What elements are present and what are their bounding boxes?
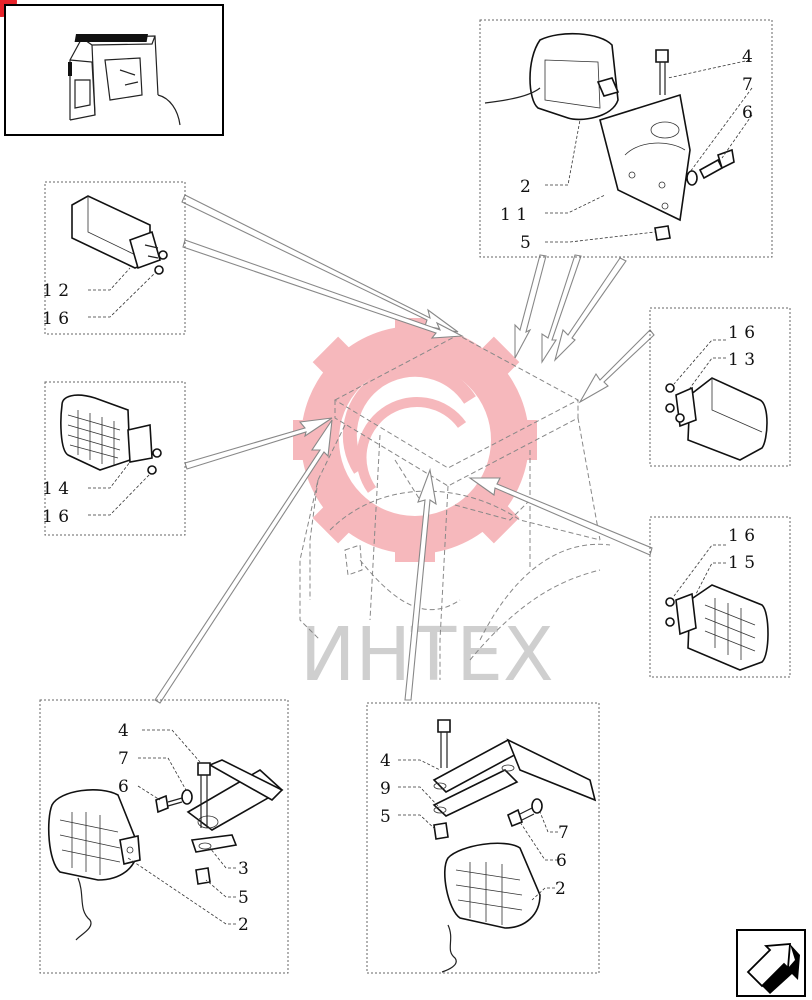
callout-label: 4 xyxy=(742,47,753,67)
leader-arrows xyxy=(154,194,655,704)
callout-label: 1 6 xyxy=(42,507,69,527)
next-page-arrow-icon[interactable] xyxy=(736,929,806,997)
callout-label: 5 xyxy=(520,233,531,253)
callout-label: 5 xyxy=(238,888,249,908)
detail-bottom-center: 4 9 5 7 6 2 xyxy=(366,702,600,974)
callout-label: 4 xyxy=(118,721,129,741)
cab-outline: ИНТЕХ xyxy=(293,318,611,698)
callout-label: 2 xyxy=(555,879,566,899)
cab-thumbnail-icon xyxy=(4,4,224,136)
watermark-text: ИНТЕХ xyxy=(300,612,554,698)
detail-right-upper: 1 6 1 3 xyxy=(649,307,791,467)
callout-label: 1 4 xyxy=(42,479,69,499)
callout-label: 1 6 xyxy=(728,526,755,546)
detail-bottom-left: 4 7 6 3 5 2 xyxy=(39,699,289,974)
detail-left-upper: 1 2 1 6 xyxy=(42,181,186,335)
callout-label: 7 xyxy=(742,75,753,95)
callout-label: 6 xyxy=(742,103,753,123)
callout-label: 1 6 xyxy=(42,309,69,329)
callout-label: 6 xyxy=(556,851,567,871)
callout-label: 3 xyxy=(238,859,249,879)
callout-label: 1 5 xyxy=(728,553,755,573)
callout-label: 2 xyxy=(238,915,249,935)
callout-label: 2 xyxy=(520,177,531,197)
detail-left-middle: 1 4 1 6 xyxy=(42,381,186,536)
callout-label: 4 xyxy=(380,751,391,771)
callout-label: 7 xyxy=(558,823,569,843)
callout-label: 9 xyxy=(380,779,391,799)
detail-right-lower: 1 6 1 5 xyxy=(649,516,791,678)
callout-label: 1 1 xyxy=(500,205,527,225)
detail-top-right: 4 7 6 2 1 1 5 xyxy=(479,19,773,258)
callout-label: 1 3 xyxy=(728,350,755,370)
callout-label: 5 xyxy=(380,807,391,827)
callout-label: 1 6 xyxy=(728,323,755,343)
callout-label: 6 xyxy=(118,777,129,797)
callout-label: 7 xyxy=(118,749,129,769)
callout-label: 1 2 xyxy=(42,281,69,301)
watermark-gear xyxy=(293,318,537,562)
